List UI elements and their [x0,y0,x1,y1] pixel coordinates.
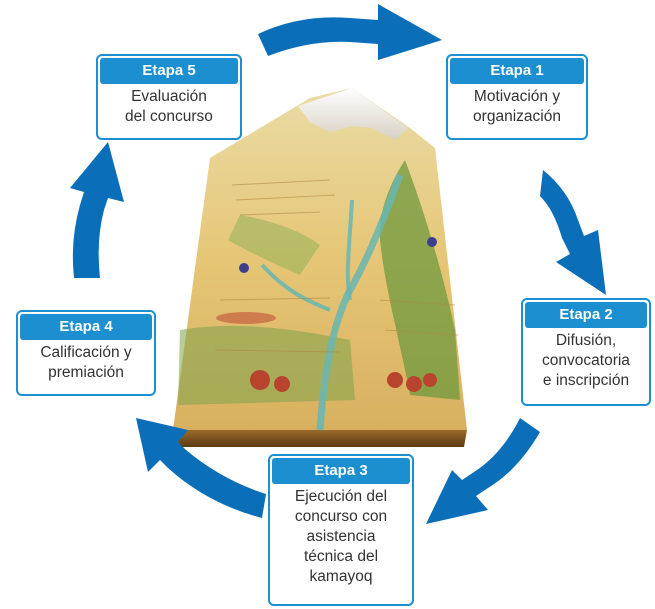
stage-2-line: Difusión, [555,332,617,349]
stage-3-line: Ejecución del [294,488,388,505]
stage-5-line: del concurso [125,108,213,125]
stage-1-title: Etapa 1 [450,58,584,84]
stage-2-box: Etapa 2 Difusión, convocatoria e inscrip… [521,298,651,406]
stage-5-line: Evaluación [131,88,207,105]
stage-4-line: Calificación y [40,344,132,361]
stage-1-line: Motivación y [473,88,561,105]
model-landscape-image [170,88,467,447]
stage-4-line: premiación [48,364,124,381]
arrow-stage4-to-stage5 [70,142,124,278]
stage-4-box: Etapa 4 Calificación y premiación [16,310,156,396]
stage-1-description: Motivación y organización [448,84,586,131]
stage-4-description: Calificación y premiación [18,340,154,387]
cycle-arrows [70,4,606,524]
stage-3-line: kamayoq [309,568,373,585]
stage-2-title: Etapa 2 [525,302,647,328]
stage-3-line: concurso con [294,508,388,525]
arrow-stage1-to-stage2 [540,170,606,295]
stage-1-box: Etapa 1 Motivación y organización [446,54,588,140]
stage-2-line: convocatoria [542,352,630,369]
stage-3-title: Etapa 3 [272,458,410,484]
stage-3-description: Ejecución del concurso con asistencia té… [270,484,412,591]
arrow-stage5-to-stage1 [258,4,442,60]
stage-3-line: técnica del [303,548,379,565]
stage-1-line: organización [473,108,561,125]
stage-4-title: Etapa 4 [20,314,152,340]
stage-2-line: e inscripción [542,372,630,389]
stage-2-description: Difusión, convocatoria e inscripción [523,328,649,395]
stage-5-description: Evaluación del concurso [98,84,240,131]
stage-3-line: asistencia [306,528,376,545]
stage-3-box: Etapa 3 Ejecución del concurso con asist… [268,454,414,606]
arrow-stage2-to-stage3 [426,418,540,524]
stage-5-title: Etapa 5 [100,58,238,84]
arrow-stage3-to-stage4 [136,418,266,518]
stage-5-box: Etapa 5 Evaluación del concurso [96,54,242,140]
